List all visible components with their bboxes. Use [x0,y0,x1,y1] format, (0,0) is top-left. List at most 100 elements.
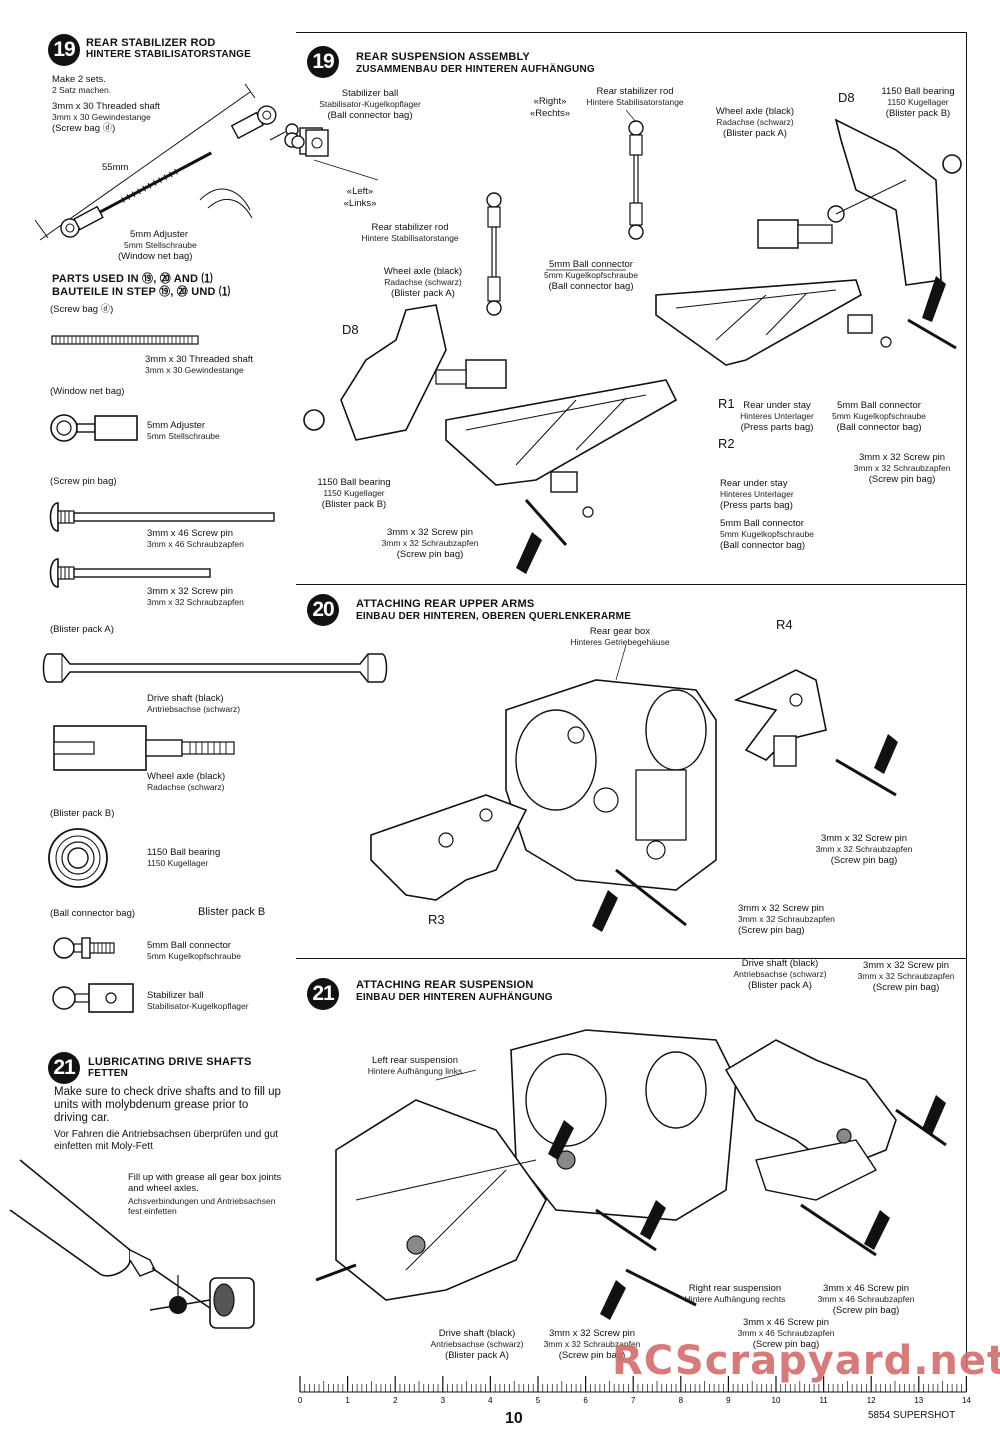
step-19-badge-right: 19 [307,46,339,78]
rechts-marker: «Rechts» [529,108,571,119]
window-bag-label: (Window net bag) [50,386,125,397]
r19-wheel-left-label: Wheel axle (black) [383,266,463,277]
r19-wheel-right-label-de: Radachse (schwarz) [716,117,794,127]
right-marker: «Right» [533,96,567,107]
screw-bag-label: (Screw bag ⓓ) [50,304,114,315]
r1-label: R1 [718,396,735,411]
ruler-label: 0 [298,1396,303,1405]
upper-arms-title-de: EINBAU DER HINTEREN, OBEREN QUERLENKERAR… [356,611,632,622]
model-name: 5854 SUPERSHOT [868,1410,956,1421]
s21-drive-bottom-bag: (Blister pack A) [445,1350,509,1361]
drive-shaft-part [42,653,388,683]
ruler-label: 1 [345,1396,350,1405]
right-panel-frame [296,32,967,1368]
step-19-title-de-left: HINTERE STABILISATORSTANGE [86,49,252,60]
r19-stab-label: Stabilizer ball [341,88,399,99]
r19-stab-bag: (Ball connector bag) [327,110,413,121]
r19-ball-right-bag: (Ball connector bag) [836,422,922,433]
parts-pin46-label-de: 3mm x 46 Schraubzapfen [147,539,244,549]
gearbox-label: Rear gear box [589,626,651,637]
r19-wheel-left-label-de: Radachse (schwarz) [384,277,462,287]
lubricating-title-de: FETTEN [88,1068,129,1079]
r19-ball-left-bag: (Ball connector bag) [720,540,806,551]
right-rear-susp-label-de: Hintere Aufhängung rechts [684,1294,786,1304]
s21-drive-top-bag: (Blister pack A) [748,980,812,991]
r3-label: R3 [428,912,445,927]
screw-pin-46-part [49,502,275,532]
r19-under-left-label-de: Hinteres Unterlager [720,489,794,499]
fill-grease-de: Achsverbindungen und Antriebsachsen fest… [128,1196,276,1216]
r19-bear-left-bag: (Blister pack B) [321,499,387,510]
s21-pin46-mid-label-de: 3mm x 46 Schraubzapfen [737,1328,835,1338]
r19-ball-left-label-de: 5mm Kugelkopfschraube [720,529,815,539]
parts-stab-label: Stabilizer ball [147,990,204,1001]
ruler-label: 2 [393,1396,398,1405]
step-19-badge-left: 19 [48,34,80,66]
ruler-label: 14 [962,1396,971,1405]
s21-drive-top-label-de: Antriebsachse (schwarz) [733,969,827,979]
step-19-title-en-left: REAR STABILIZER ROD [86,37,216,49]
r19-rod-right-label-de: Hintere Stabilisatorstange [586,97,684,107]
parts-bearing-label: 1150 Ball bearing [147,847,221,858]
d8-right-label: D8 [838,90,855,105]
r19-bear-left-label: 1150 Ball bearing [317,477,391,488]
page-number: 10 [505,1410,523,1427]
upper-arms-title-en: ATTACHING REAR UPPER ARMS [356,598,535,610]
s21-pin32-bottom-label: 3mm x 32 Screw pin [548,1328,636,1339]
adjuster-label: 5mm Adjuster [130,229,189,240]
r19-pin-right-bag: (Screw pin bag) [868,474,936,485]
s21-drive-top-label: Drive shaft (black) [741,958,819,969]
ball-connector-part [53,937,115,959]
adjuster-label-de: 5mm Stellschraube [124,240,197,250]
rear-susp-title-en: REAR SUSPENSION ASSEMBLY [356,51,530,63]
r19-under-left-bag: (Press parts bag) [720,500,793,511]
lubricating-body-en: Make sure to check drive shafts and to f… [54,1086,281,1124]
r4-label: R4 [776,617,793,632]
adjuster-part [50,414,138,442]
d8-left-label: D8 [342,322,359,337]
lubricating-title-en: LUBRICATING DRIVE SHAFTS [88,1056,252,1068]
rear-suspension-assembly-drawing [291,109,962,574]
ruler-label: 6 [583,1396,588,1405]
r19-bear-left-label-de: 1150 Kugellager [323,488,385,498]
attach-susp-title-de: EINBAU DER HINTEREN AUFHÄNGUNG [356,992,553,1003]
parts-wheel-label-de: Radachse (schwarz) [147,782,225,792]
parts-ballconn-label: 5mm Ball connector [147,940,231,951]
step-20-badge: 20 [307,594,339,626]
left-rear-susp-label-de: Hintere Aufhängung links [367,1066,463,1076]
step-21-badge-left: 21 [48,1052,80,1084]
r19-rod-left-label: Rear stabilizer rod [371,222,449,233]
left-rear-susp-label: Left rear suspension [371,1055,459,1066]
parts-pin32-label: 3mm x 32 Screw pin [147,586,234,597]
parts-ballconn-label-de: 5mm Kugelkopfschraube [147,951,242,961]
parts-pin32-label-de: 3mm x 32 Schraubzapfen [147,597,244,607]
divider-step21 [296,958,966,959]
parts-bearing-label-de: 1150 Kugellager [147,858,209,868]
parts-shaft-label-de: 3mm x 30 Gewindestange [145,365,244,375]
s21-pin-top-label-de: 3mm x 32 Schraubzapfen [857,971,955,981]
make-sets-de: 2 Satz machen. [52,85,112,95]
r19-rod-right-label: Rear stabilizer rod [596,86,674,97]
adjuster-bag: (Window net bag) [118,251,193,262]
s21-pin46-mid-label: 3mm x 46 Screw pin [742,1317,830,1328]
r19-ball-top-bag: (Ball connector bag) [548,281,634,292]
s20-pin-upper-bag: (Screw pin bag) [830,855,898,866]
attach-susp-title-en: ATTACHING REAR SUSPENSION [356,979,534,991]
fill-grease-en: Fill up with grease all gear box joints … [128,1172,282,1194]
s21-pin32-bottom-label-de: 3mm x 32 Schraubzapfen [543,1339,641,1349]
s20-pin-lower-label: 3mm x 32 Screw pin [738,903,825,914]
r19-under-right-label-de: Hinteres Unterlager [740,411,814,421]
r19-pin-left-bag: (Screw pin bag) [396,549,464,560]
r19-ball-right-label: 5mm Ball connector [837,400,921,411]
parts-adjuster-label-de: 5mm Stellschraube [147,431,220,441]
ruler-label: 4 [488,1396,493,1405]
parts-drive-label-de: Antriebsachse (schwarz) [147,704,241,714]
r19-ball-top-label-de: 5mm Kugelkopfschraube [543,270,639,280]
s21-pin46-right-label: 3mm x 46 Screw pin [822,1283,910,1294]
threaded-shaft-label-de: 3mm x 30 Gewindestange [52,112,151,122]
r19-pin-right-label-de: 3mm x 32 Schraubzapfen [853,463,951,473]
watermark: RCScrapyard.net [612,1338,1000,1384]
s21-drive-bottom-label: Drive shaft (black) [438,1328,516,1339]
ball-connector-bag-label: (Ball connector bag) [50,908,136,919]
